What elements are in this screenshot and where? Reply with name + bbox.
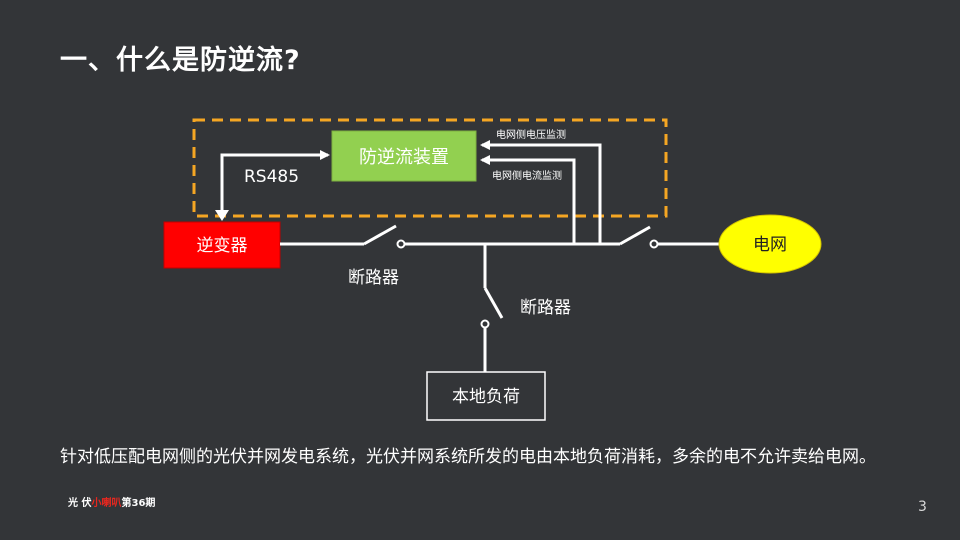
voltage-monitor-label: 电网侧电压监测 xyxy=(496,128,566,141)
inverter-label: 逆变器 xyxy=(197,236,248,256)
breaker-1-blade xyxy=(363,224,397,246)
anti-backflow-device-label: 防逆流装置 xyxy=(359,147,449,168)
device-boundary-dashed xyxy=(192,118,668,218)
rs485-line xyxy=(220,150,330,218)
voltage-monitor-line xyxy=(480,140,602,244)
footer-prefix: 光 伏 xyxy=(68,498,92,509)
inverter-box xyxy=(163,221,281,269)
breaker-2-contact xyxy=(480,319,490,329)
local-load-label: 本地负荷 xyxy=(452,387,520,407)
footer-suffix: 第36期 xyxy=(121,498,156,509)
rs485-label: RS485 xyxy=(244,167,299,187)
breaker-3-blade xyxy=(619,225,651,246)
breaker-2-label: 断路器 xyxy=(520,298,571,318)
anti-backflow-device-box xyxy=(331,130,477,182)
current-monitor-label: 电网侧电流监测 xyxy=(492,169,562,182)
breaker-3-contact xyxy=(649,239,659,249)
slide-title: 一、什么是防逆流? xyxy=(60,45,301,76)
grid-label: 电网 xyxy=(753,235,787,255)
breaker-1-label: 断路器 xyxy=(348,268,399,288)
breaker-2-blade xyxy=(483,287,504,319)
page-number: 3 xyxy=(918,499,927,515)
local-load-box xyxy=(426,371,546,421)
current-monitor-line xyxy=(480,155,576,244)
breaker-1-contact xyxy=(396,239,406,249)
footer-highlight: 小喇叭 xyxy=(91,498,122,509)
grid-ellipse xyxy=(718,214,822,274)
rs485-down-arrow xyxy=(215,210,229,221)
slide-caption: 针对低压配电网侧的光伏并网发电系统，光伏并网系统所发的电由本地负荷消耗，多余的电… xyxy=(60,447,876,467)
footer-brand: 光 伏小喇叭第36期 xyxy=(68,494,155,509)
